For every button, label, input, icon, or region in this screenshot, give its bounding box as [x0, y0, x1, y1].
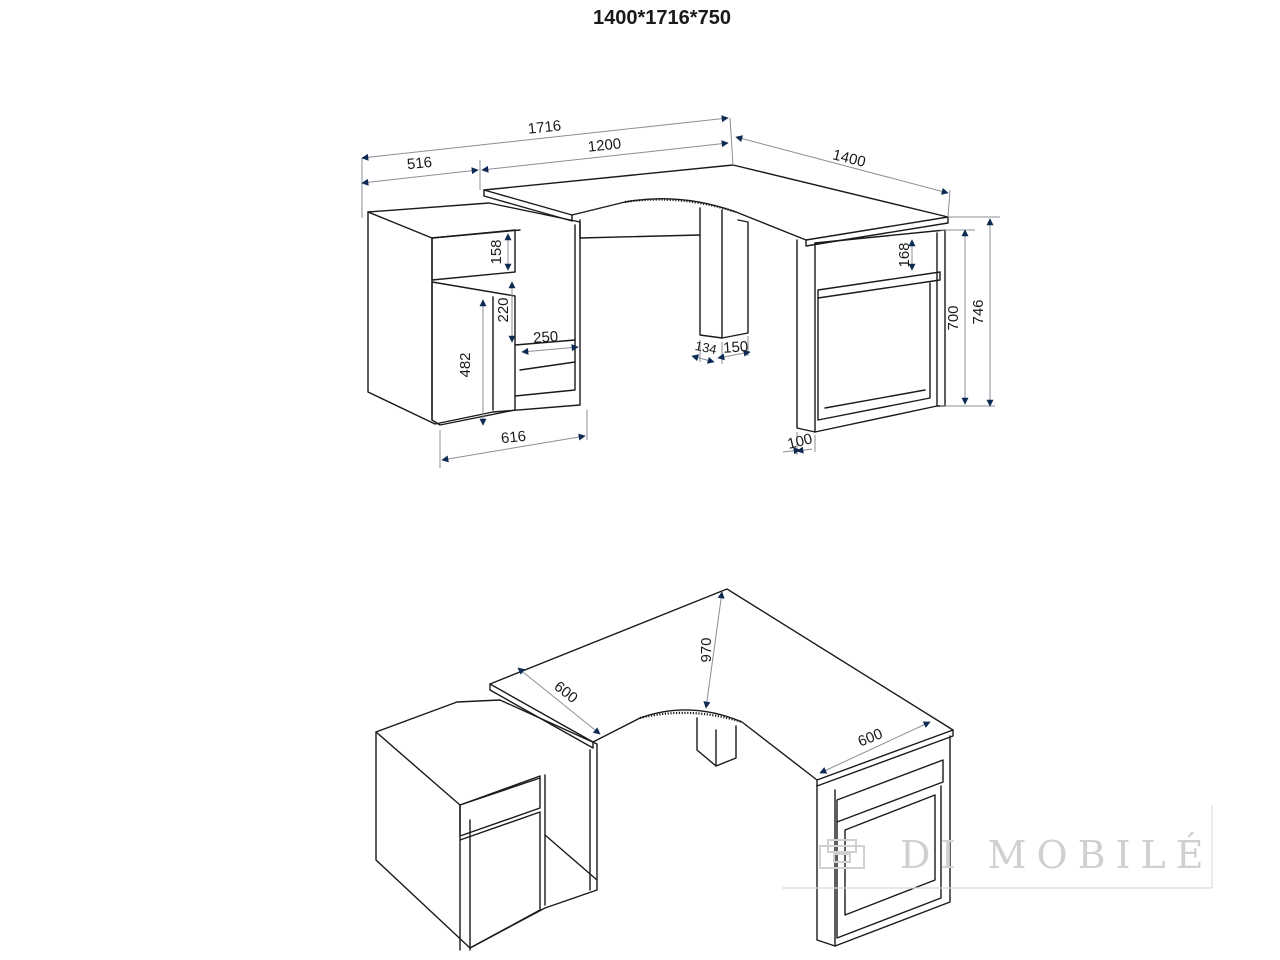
top-view-left-pedestal [367, 202, 581, 425]
bottom-view-tabletop [489, 588, 954, 781]
dim-side-shelf-height: 168 [896, 242, 913, 267]
drawing-title: 1400*1716*750 [593, 7, 731, 29]
dim-overall-width: 1716 [527, 117, 562, 137]
dim-side-depth: 1400 [831, 146, 867, 171]
dim-frame-thickness: 100 [786, 430, 814, 453]
dim-pedestal-depth: 616 [500, 428, 527, 448]
bottom-view-desk [375, 588, 954, 951]
dim-shelf-depth: 250 [533, 328, 559, 347]
bottom-view-left-pedestal [375, 699, 598, 949]
dim-leg-depth: 134 [694, 338, 718, 357]
dim-door-height: 482 [457, 352, 474, 377]
dim-left-depth: 600 [551, 678, 581, 707]
dim-door-shelf-gap: 220 [495, 297, 512, 322]
top-view-tabletop [483, 164, 949, 241]
top-view-desk [367, 164, 949, 433]
bottom-view-door [459, 811, 541, 949]
top-view-leg-right [721, 219, 749, 339]
dim-frame-height: 700 [945, 305, 962, 330]
dim-corner-diagonal: 970 [698, 637, 715, 662]
dim-leg-width: 150 [723, 338, 749, 357]
dim-drawer-height: 158 [488, 239, 505, 264]
dim-total-height: 746 [970, 299, 987, 324]
top-view-leg-left [699, 207, 723, 339]
watermark: DI MOBILÉ [782, 805, 1214, 889]
bottom-view-dimension-lines [517, 591, 931, 774]
dim-return-width: 516 [406, 154, 433, 174]
top-view-door [431, 281, 516, 426]
dim-main-width: 1200 [587, 135, 622, 155]
dim-right-depth: 600 [856, 725, 886, 750]
bottom-view-dimension-labels: 600 970 600 [551, 637, 885, 750]
watermark-text: DI MOBILÉ [900, 833, 1214, 877]
top-view-drawer [431, 229, 516, 281]
sofa-icon [819, 839, 865, 869]
top-view-dimension-lines [361, 115, 1000, 468]
bottom-view-drawer [459, 775, 541, 837]
